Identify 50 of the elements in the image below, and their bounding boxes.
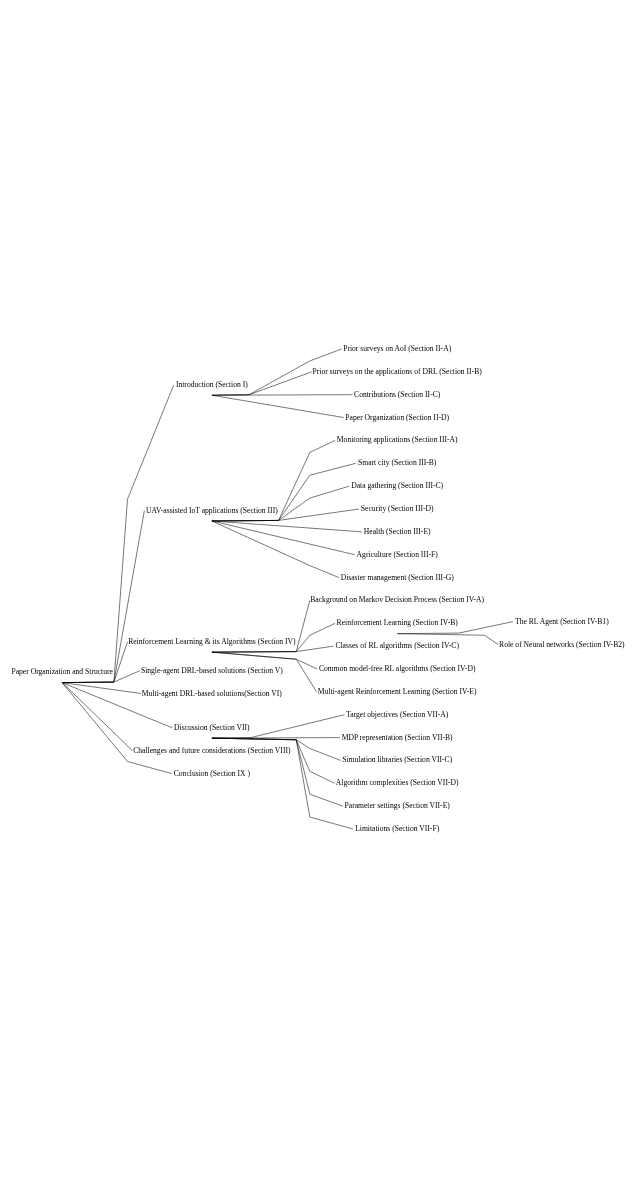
connector bbox=[211, 520, 340, 578]
connector bbox=[211, 520, 355, 555]
connector bbox=[211, 508, 360, 522]
node-text: Simulation libraries (Section VII-C) bbox=[342, 755, 453, 765]
node-text: Paper Organization and Structure bbox=[11, 667, 113, 677]
connector bbox=[211, 651, 317, 693]
node-text: Limitations (Section VII-F) bbox=[355, 824, 440, 834]
connector bbox=[211, 645, 334, 653]
node-text: Classes of RL algorithms (Section IV-C) bbox=[335, 641, 459, 651]
connector bbox=[211, 520, 363, 533]
node-text: Health (Section III-E) bbox=[363, 526, 431, 536]
node-text: Disaster management (Section III-G) bbox=[340, 572, 454, 582]
node-text: Reinforcement Learning & its Algorithms (Section IV) bbox=[128, 636, 296, 646]
connector bbox=[211, 714, 345, 739]
node-text: Discussion (Section VII) bbox=[174, 722, 250, 732]
node-text: Target objectives (Section VII-A) bbox=[346, 709, 449, 719]
node-text: Role of Neural networks (Section IV-B2) bbox=[499, 639, 625, 649]
node-text: Prior surveys on AoI (Section II-A) bbox=[343, 343, 452, 353]
node-text: Multi-agent DRL-based solutions(Section VI) bbox=[141, 688, 282, 698]
node-text: The RL Agent (Section IV-B1) bbox=[514, 616, 609, 626]
node-text: Data gathering (Section III-C) bbox=[351, 481, 444, 491]
connector bbox=[211, 737, 341, 739]
node-text: Common model-free RL algorithms (Section IV-D) bbox=[318, 664, 476, 674]
connector bbox=[211, 737, 354, 830]
connector bbox=[61, 682, 173, 729]
node-text: Algorithm complexities (Section VII-D) bbox=[335, 778, 459, 788]
connector bbox=[211, 394, 345, 418]
connector bbox=[211, 737, 341, 761]
node-text: UAV-assisted IoT applications (Section III) bbox=[146, 505, 278, 515]
node-text: Contributions (Section II-C) bbox=[354, 389, 441, 399]
node-text: Parameter settings (Section VII-E) bbox=[344, 801, 450, 811]
node-text: Conclusion (Section IX ) bbox=[173, 768, 251, 778]
node-text: Paper Organization (Section II-D) bbox=[345, 412, 449, 422]
connector bbox=[61, 682, 172, 774]
connector bbox=[61, 682, 142, 694]
node-text: Reinforcement Learning (Section IV-B) bbox=[336, 618, 458, 628]
connector bbox=[211, 737, 344, 807]
node-text: Smart city (Section III-B) bbox=[357, 458, 437, 468]
node-text: Background on Markov Decision Process (Section IV-A) bbox=[310, 595, 485, 605]
node-text: Challenges and future considerations (Section VIII) bbox=[133, 745, 291, 755]
connector bbox=[211, 623, 336, 653]
connector bbox=[396, 633, 499, 645]
node-text: Multi-agent Reinforcement Learning (Section IV-E) bbox=[317, 686, 477, 696]
node-text: MDP representation (Section VII-B) bbox=[341, 732, 453, 742]
node-text: Monitoring applications (Section III-A) bbox=[336, 435, 458, 445]
node-text: Introduction (Section I) bbox=[175, 379, 248, 389]
node-text: Prior surveys on the applications of DRL (Section II-B) bbox=[312, 366, 482, 376]
node-text: Security (Section III-D) bbox=[360, 504, 434, 514]
node-text: Agriculture (Section III-F) bbox=[356, 549, 438, 559]
node-text: Single-agent DRL-based solutions (Section V) bbox=[140, 665, 283, 675]
